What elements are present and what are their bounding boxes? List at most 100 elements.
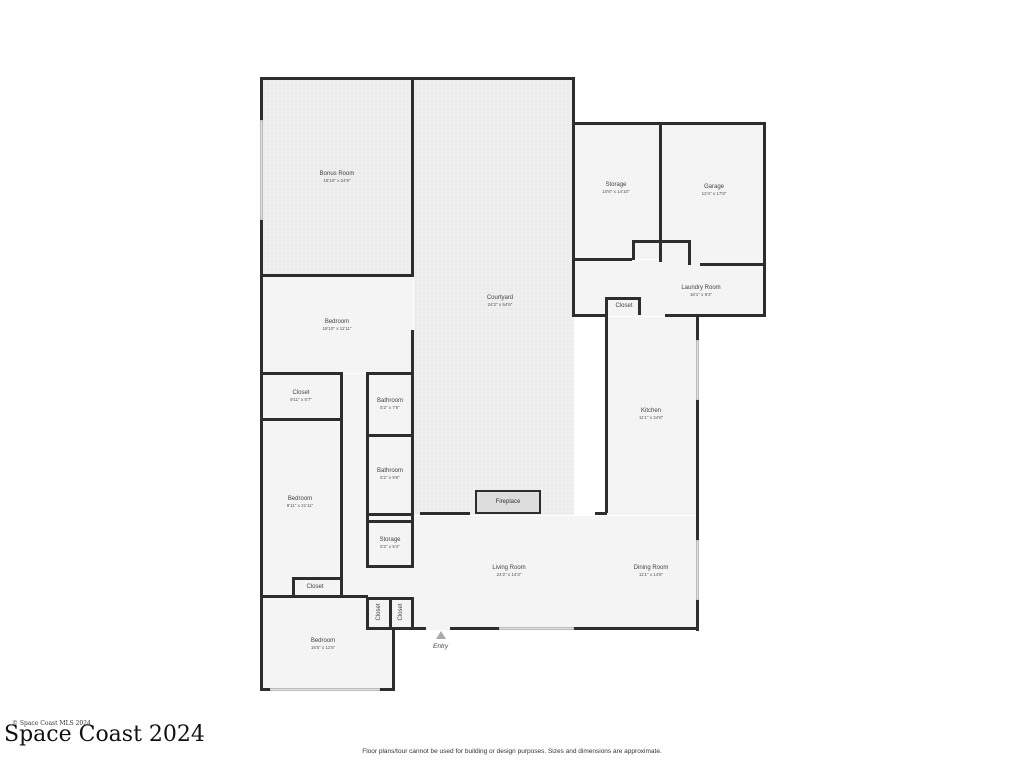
wall [696, 316, 699, 631]
room-dims: 12'4" x 17'8" [701, 191, 727, 196]
room-dims: 18'10" x 24'9" [323, 178, 351, 183]
room-dims: 24'2" x 14'3" [496, 572, 522, 577]
room-name: Storage [379, 537, 401, 543]
wall [340, 372, 343, 597]
room-name: Bonus Room [319, 171, 355, 177]
wall [366, 627, 426, 630]
wall [366, 434, 413, 437]
wall [292, 577, 295, 597]
window [696, 340, 699, 400]
wall [366, 520, 413, 523]
bedroom-2-area [262, 421, 342, 596]
window [696, 540, 699, 600]
wall [638, 297, 641, 315]
room-name: Storage [605, 182, 627, 188]
room-label-closet: Closet [615, 302, 632, 310]
room-name: Courtyard [486, 295, 514, 301]
wall [260, 418, 342, 421]
wall [605, 297, 641, 300]
wall [260, 77, 263, 691]
room-name: Laundry Room [681, 285, 721, 291]
wall [632, 240, 690, 243]
wall [572, 77, 575, 317]
window [270, 688, 380, 691]
room-dims: 24'2" x 54'9" [487, 302, 513, 307]
room-dims: 9'11" x 5'7" [290, 397, 312, 402]
wall [366, 372, 369, 568]
room-name: Bedroom [324, 319, 350, 325]
room-name: Living Room [492, 565, 526, 571]
wall [572, 122, 766, 125]
watermark-small: © Space Coast MLS 2024 [12, 720, 91, 727]
room-dims: 16'5" x 11'5" [310, 645, 336, 650]
room-name: Garage [703, 184, 724, 190]
room-dims: 11'1" x 24'8" [638, 415, 664, 420]
room-name: Bathroom [376, 398, 404, 404]
bonus-room-area [262, 79, 413, 276]
hallway-area [343, 374, 368, 596]
fireplace-label: Fireplace [495, 499, 521, 505]
wall [389, 597, 392, 629]
wall [260, 595, 368, 598]
room-name: Bedroom [287, 496, 313, 502]
wall [605, 297, 608, 513]
wall [420, 512, 470, 515]
room-label-closet: Closet [306, 583, 323, 591]
closet-area [262, 374, 342, 420]
bedroom-1-area [262, 277, 413, 373]
wall [572, 258, 632, 261]
storage-area [575, 124, 661, 259]
room-name: Kitchen [640, 408, 662, 414]
kitchen-area [607, 317, 698, 515]
wall [411, 77, 414, 277]
wall [260, 372, 343, 375]
courtyard-area [414, 79, 574, 515]
wall [411, 330, 414, 380]
room-name: Dining Room [633, 565, 669, 571]
room-dims: 18'10" x 11'11" [322, 326, 352, 331]
watermark-text: Space Coast 2024 [4, 722, 205, 747]
laundry-area [575, 260, 764, 316]
room-dims: 5'2" x 9'6" [380, 475, 400, 480]
wall [665, 314, 766, 317]
wall [366, 565, 413, 568]
wall [392, 627, 395, 691]
wall [688, 240, 691, 265]
room-dims: 11'1" x 14'5" [638, 572, 664, 577]
wall [411, 597, 414, 629]
room-dims: 5'2" x 5'4" [380, 544, 400, 549]
fireplace: Fireplace [475, 490, 541, 514]
wall [632, 240, 635, 260]
wall [700, 263, 766, 266]
bedroom-3-area [262, 597, 394, 689]
wall [763, 122, 766, 317]
wall [411, 380, 414, 568]
room-name: Closet [615, 303, 633, 309]
wall [595, 512, 607, 515]
disclaimer: Floor plans/tour cannot be used for buil… [362, 748, 662, 755]
wall [292, 577, 342, 580]
window [260, 120, 263, 220]
wall [450, 627, 698, 630]
room-name: Bedroom [310, 638, 336, 644]
wall [366, 597, 369, 629]
wall [366, 372, 413, 375]
room-dims: 10'8" x 14'10" [602, 189, 630, 194]
room-dims: 16'1" x 9'3" [689, 292, 713, 297]
window [499, 627, 574, 630]
